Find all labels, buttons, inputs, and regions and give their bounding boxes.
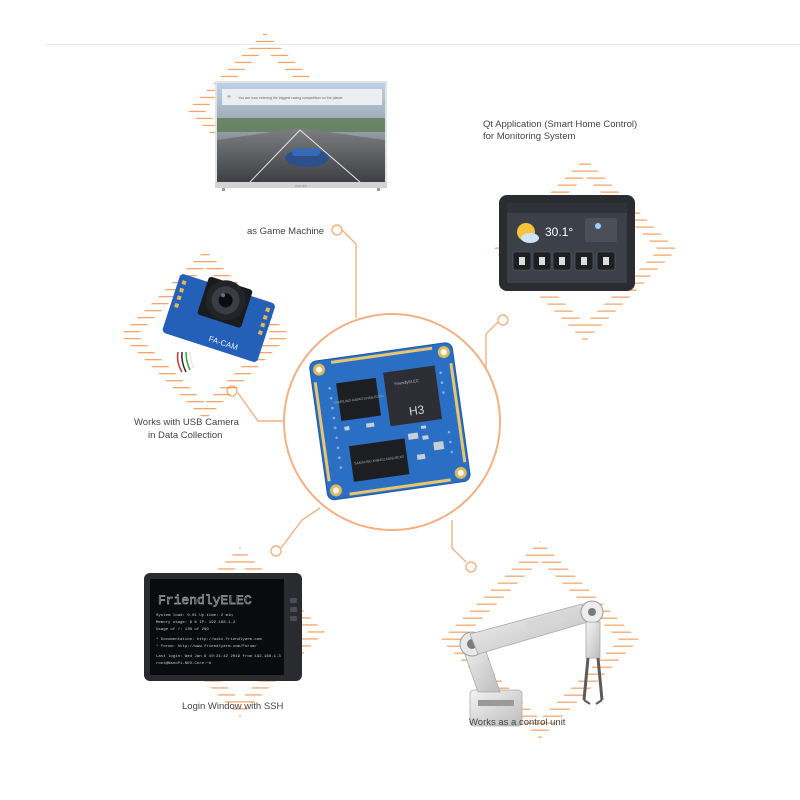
caption-game-machine: as Game Machine bbox=[247, 226, 325, 237]
connector-node-control bbox=[465, 561, 477, 573]
soc-chip-brand: FriendlyELEC bbox=[394, 378, 419, 386]
ssh-terminal-tile: FriendlyELEC System load: 0.01 Up time: … bbox=[144, 547, 325, 717]
camera-cable bbox=[176, 351, 195, 373]
connector-node-game bbox=[331, 224, 343, 236]
terminal-monitor-image: FriendlyELEC System load: 0.01 Up time: … bbox=[144, 573, 302, 681]
caption-usb-line2: in Data Collection bbox=[148, 430, 223, 441]
terminal-line-6: Last login: Wed Jan 9 10:21:42 2019 from… bbox=[156, 654, 281, 659]
robot-arm-image bbox=[459, 600, 604, 727]
terminal-line-5: * Forum: http://www.friendlyarm.com/Foru… bbox=[156, 644, 257, 649]
terminal-line-4: * Documentation: http://wiki.friendlyarm… bbox=[156, 637, 262, 642]
terminal-banner: FriendlyELEC bbox=[158, 593, 252, 608]
terminal-line-1: System load: 0.01 Up time: 2 min bbox=[156, 613, 233, 618]
connector-line-qt bbox=[485, 321, 499, 380]
ram-chip-label-top: SAMSUNG K4B4G1646E-BCK0 bbox=[333, 394, 384, 405]
usb-camera-tile: FA-CAM bbox=[120, 250, 290, 420]
terminal-line-7: root@NanoPi-NEO-Core:~# bbox=[156, 661, 212, 666]
game-machine-tile: ❝ You are now entering the biggest racin… bbox=[187, 32, 387, 191]
connector-line-game bbox=[341, 229, 357, 318]
connector-line-usb bbox=[237, 392, 284, 422]
connector-node-ssh bbox=[270, 545, 282, 557]
caption-usb-line1: Works with USB Camera bbox=[134, 417, 239, 428]
tv-brand: PHILIPS bbox=[295, 184, 307, 188]
camera-module-image: FA-CAM bbox=[162, 274, 275, 362]
connector-node-qt bbox=[497, 314, 509, 326]
tv-image: ❝ You are now entering the biggest racin… bbox=[215, 81, 387, 191]
caption-ssh: Login Window with SSH bbox=[182, 701, 284, 712]
caption-qt-line2: for Monitoring System bbox=[483, 131, 576, 142]
tablet-image: 30.1° bbox=[499, 195, 635, 291]
connector-line-ssh bbox=[280, 507, 321, 549]
tv-banner-text: You are now entering the biggest racing … bbox=[238, 96, 342, 100]
terminal-line-2: Memory usage: 8 % IP: 192.168.1.2 bbox=[156, 620, 236, 625]
ram-chip-label-bottom: SAMSUNG K4B4G1646E-BCK0 bbox=[354, 455, 405, 466]
top-divider bbox=[46, 44, 800, 45]
core-board: SAMSUNG K4B4G1646E-BCK0 H3 FriendlyELEC … bbox=[309, 342, 471, 501]
caption-qt-line1: Qt Application (Smart Home Control) bbox=[483, 119, 638, 130]
core-board-group: SAMSUNG K4B4G1646E-BCK0 H3 FriendlyELEC … bbox=[283, 313, 501, 531]
soc-chip-label: H3 bbox=[408, 402, 425, 418]
caption-control-unit: Works as a control unit bbox=[469, 717, 566, 728]
terminal-line-3: Usage of /: 13% of 29G bbox=[156, 627, 209, 632]
control-unit-tile bbox=[441, 541, 639, 739]
connector-line-control bbox=[451, 520, 467, 563]
svg-text:❝: ❝ bbox=[227, 95, 231, 102]
tablet-temperature: 30.1° bbox=[545, 225, 573, 239]
qt-app-tile: 30.1° bbox=[493, 158, 677, 342]
